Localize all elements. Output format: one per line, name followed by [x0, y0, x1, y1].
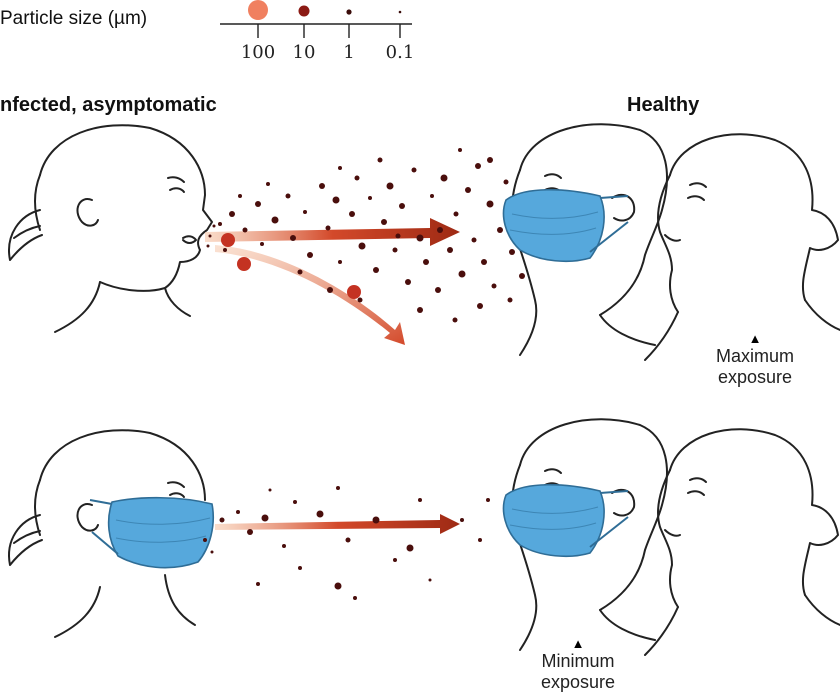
legend-tick-1: 1: [343, 42, 355, 63]
legend-dot-100: [248, 0, 268, 20]
maximum-exposure-label: Maximum exposure: [715, 346, 794, 387]
infected-person-bottom: [8, 429, 206, 638]
legend-title: Particle size (µm): [0, 8, 148, 29]
legend-dot-0.1: [398, 10, 402, 14]
minimum-exposure-label: Minimum exposure: [540, 651, 616, 692]
healthy-people-bottom: [511, 418, 840, 656]
mask-infected-bottom: [89, 496, 214, 569]
mask-healthy-top: [502, 188, 629, 263]
droplets-top: [206, 148, 525, 323]
pointer-triangle-icon: ▲: [748, 331, 762, 346]
minimum-exposure-note: ▲ Minimum exposure: [523, 637, 633, 693]
infected-person-top: [8, 124, 213, 333]
large-droplets-top: [221, 233, 361, 299]
legend-tick-100: 100: [240, 42, 276, 63]
spread-arrows-top: [205, 218, 460, 345]
pointer-triangle-icon: ▲: [571, 636, 585, 651]
legend-tick-0.1: 0.1: [385, 42, 415, 63]
legend-dot-1: [346, 9, 352, 15]
healthy-heading: Healthy: [627, 94, 700, 116]
legend-scale: [220, 0, 412, 38]
legend-tick-10: 10: [292, 42, 316, 63]
mask-healthy-bottom: [502, 483, 629, 558]
infected-heading: nfected, asymptomatic: [0, 94, 217, 116]
healthy-people-top: [511, 123, 840, 361]
legend-dot-10: [298, 5, 310, 17]
droplets-bottom: [203, 486, 490, 600]
spread-arrow-bottom: [215, 514, 460, 534]
maximum-exposure-note: ▲ Maximum exposure: [700, 332, 810, 388]
